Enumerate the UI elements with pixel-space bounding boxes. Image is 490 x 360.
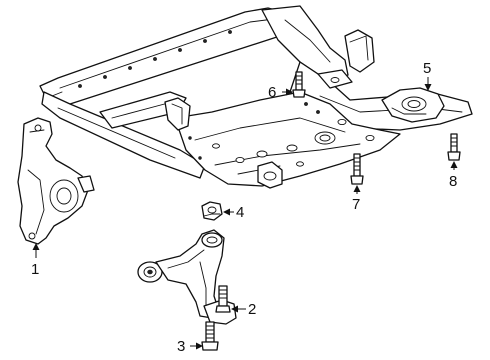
callout-labels: 1 2 3 4 5 6 7 8 bbox=[31, 60, 457, 355]
front-subframe bbox=[39, 5, 473, 189]
callout-5: 5 bbox=[423, 60, 431, 77]
callout-1: 1 bbox=[31, 261, 39, 278]
leader-lines bbox=[32, 77, 458, 350]
callout-7: 7 bbox=[352, 196, 360, 213]
cradle-bolt-center bbox=[350, 153, 364, 185]
plate-holes bbox=[188, 102, 375, 167]
callout-8: 8 bbox=[449, 173, 457, 190]
rear-bushing bbox=[137, 261, 163, 283]
cradle-bolt-right bbox=[447, 133, 461, 161]
steering-knuckle bbox=[17, 117, 95, 245]
top-rail-holes bbox=[78, 30, 232, 88]
callout-2: 2 bbox=[248, 301, 256, 318]
callout-6: 6 bbox=[268, 84, 276, 101]
callout-3: 3 bbox=[177, 338, 185, 355]
engine-mount-bracket bbox=[381, 87, 445, 123]
callout-4: 4 bbox=[236, 204, 244, 221]
lower-arm-bolt bbox=[201, 321, 219, 351]
ball-joint-stud bbox=[215, 285, 231, 313]
cradle-bolt-upper bbox=[292, 71, 306, 98]
lock-nut bbox=[201, 201, 223, 221]
